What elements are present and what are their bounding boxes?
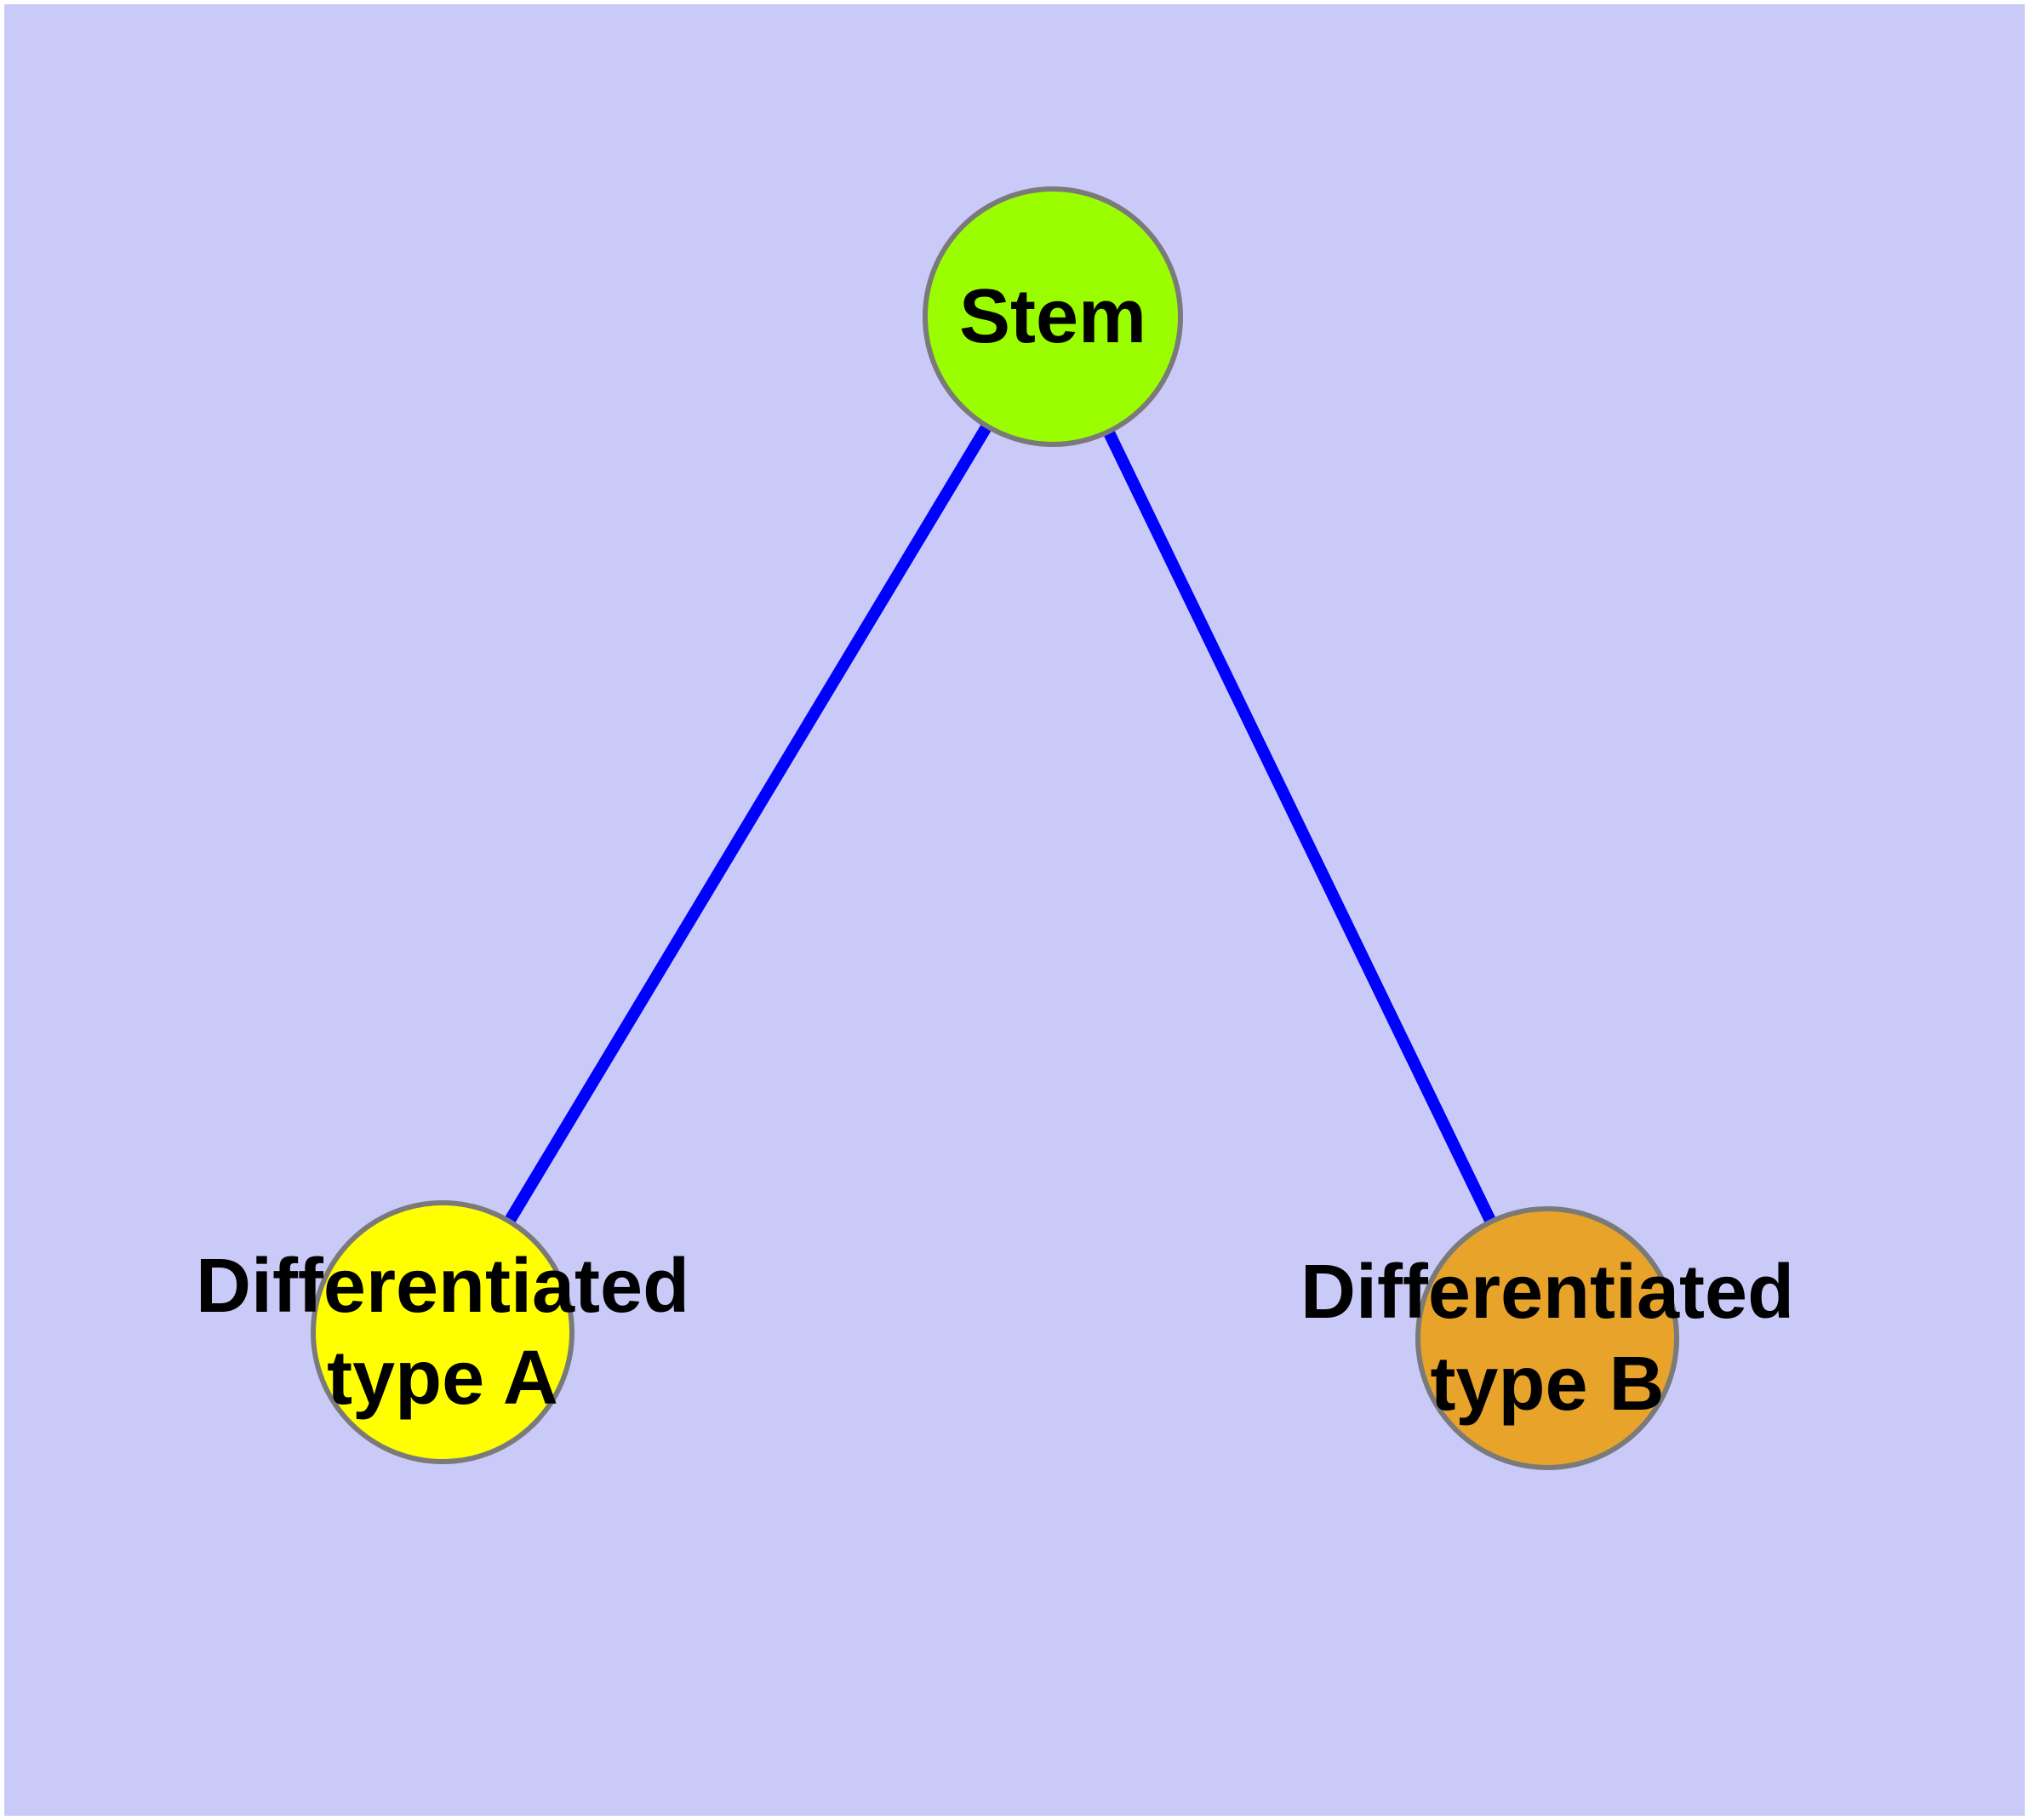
edge-stem-to-type-b	[1047, 313, 1553, 1342]
edge-stem-to-type-a	[437, 313, 1058, 1336]
type-b-node-circle	[1415, 1206, 1679, 1470]
type-a-node-circle	[311, 1200, 574, 1464]
stem-node-circle	[923, 186, 1183, 447]
